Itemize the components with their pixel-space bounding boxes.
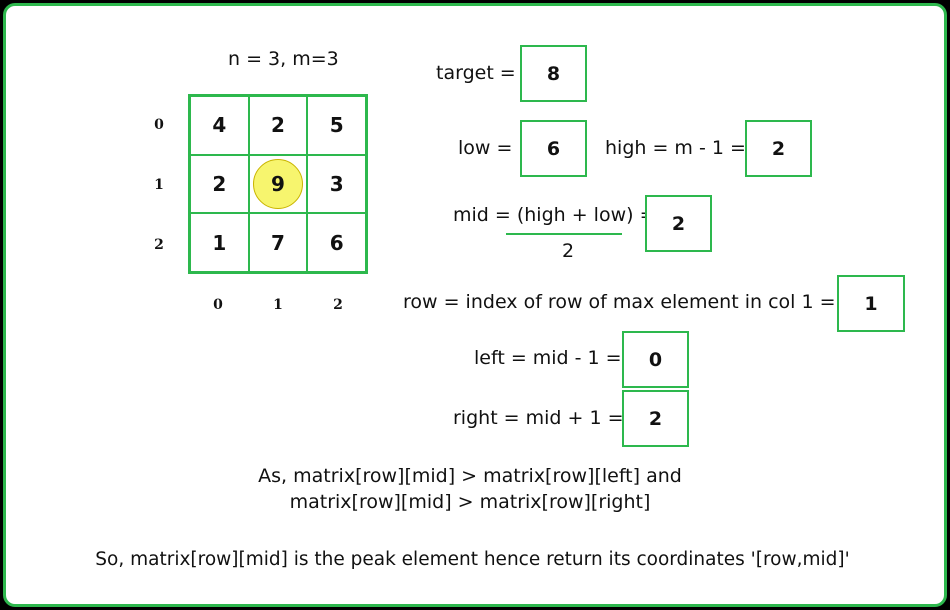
condition-line-2: matrix[row][mid] > matrix[row][right] [289, 491, 651, 513]
high-value-box: 2 [745, 120, 812, 177]
col-index-1: 1 [273, 297, 283, 313]
diagram-frame [3, 3, 947, 607]
matrix-cell: 3 [307, 154, 366, 214]
matrix-cell: 5 [307, 96, 366, 155]
peak-highlight-circle: 9 [252, 158, 303, 209]
matrix-cell: 1 [190, 213, 249, 272]
low-label: low = [458, 137, 513, 159]
matrix-cell-peak: 9 [248, 154, 308, 214]
right-label: right = mid + 1 = [453, 407, 624, 429]
row-label: row = index of row of max element in col… [403, 291, 836, 313]
right-value-box: 2 [622, 390, 689, 447]
matrix-dimensions: n = 3, m=3 [228, 48, 339, 70]
left-value-box: 0 [622, 331, 689, 388]
row-index-0: 0 [154, 117, 164, 133]
matrix-cell: 2 [190, 154, 249, 214]
mid-label: mid = (high + low) = [453, 204, 656, 226]
row-index-1: 1 [154, 177, 164, 193]
matrix-cell: 2 [248, 96, 308, 155]
matrix-cell: 6 [307, 213, 366, 272]
low-value-box: 6 [520, 120, 587, 177]
matrix-grid: 4 2 5 2 9 3 1 7 6 [188, 94, 368, 274]
target-value-box: 8 [520, 45, 587, 102]
row-index-2: 2 [154, 237, 164, 253]
matrix-cell: 7 [248, 213, 308, 272]
mid-denominator: 2 [562, 240, 575, 262]
target-label: target = [436, 62, 516, 84]
conclusion-text: So, matrix[row][mid] is the peak element… [95, 549, 850, 570]
col-index-2: 2 [333, 297, 343, 313]
col-index-0: 0 [213, 297, 223, 313]
fraction-bar [506, 233, 622, 235]
left-label: left = mid - 1 = [474, 347, 622, 369]
condition-line-1: As, matrix[row][mid] > matrix[row][left]… [258, 465, 682, 487]
high-label: high = m - 1 = [605, 137, 746, 159]
mid-value-box: 2 [645, 195, 712, 252]
row-value-box: 1 [837, 275, 905, 332]
matrix-cell: 4 [190, 96, 249, 155]
